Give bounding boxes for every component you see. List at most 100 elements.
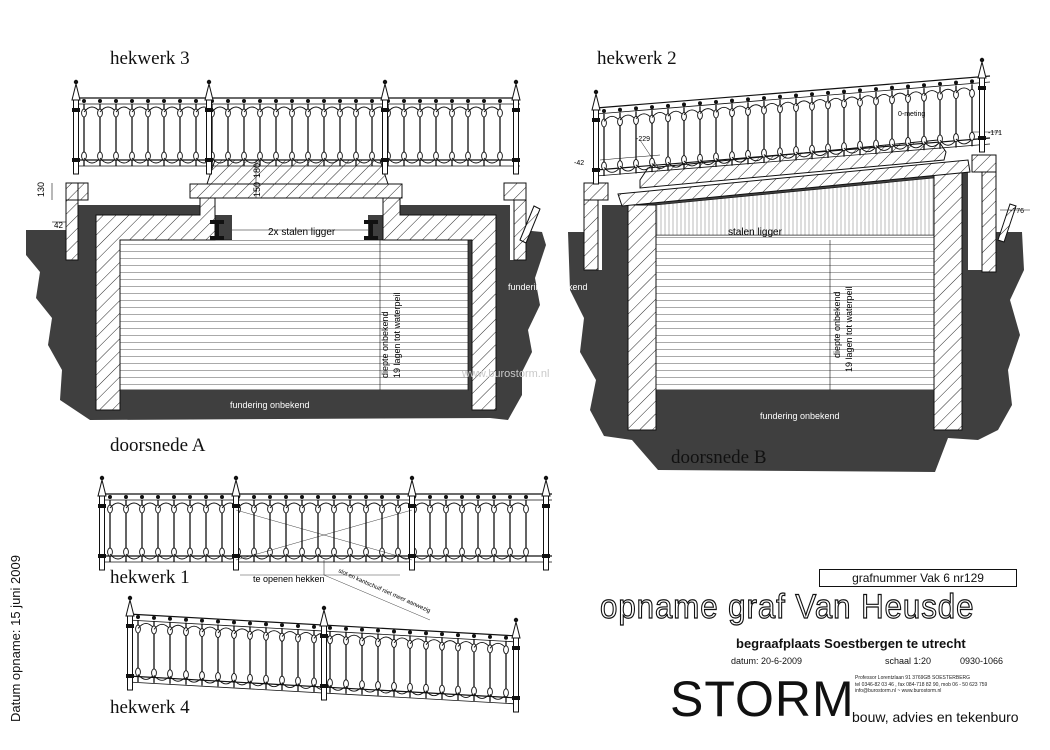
drawing-subtitle: begraafplaats Soestbergen te utrecht xyxy=(736,636,966,651)
drawing-title: opname graf Van Heusde xyxy=(599,587,975,626)
fence-bar xyxy=(96,98,104,167)
fence-bar xyxy=(80,98,88,167)
fence-bar xyxy=(522,494,530,563)
grafnummer-box: grafnummer Vak 6 nr129 xyxy=(819,569,1017,587)
fence-bar xyxy=(464,98,472,167)
fence-bar xyxy=(304,98,312,167)
fence-bar xyxy=(442,494,450,563)
vault-cavity-a xyxy=(119,239,469,391)
dim-42-b: -42 xyxy=(574,160,584,167)
section-b-drawing xyxy=(568,131,1030,472)
label-fundering-b: fundering onbekend xyxy=(760,411,840,421)
fence-bar xyxy=(336,98,344,167)
fence-bar xyxy=(218,494,226,563)
label-fundering-side: fundering onbekend xyxy=(508,282,588,292)
fence-bar xyxy=(426,494,434,563)
fence-bar xyxy=(320,98,328,167)
label-diepte-b1: diepte onbekend xyxy=(832,291,842,358)
label-hekwerk-4: hekwerk 4 xyxy=(110,697,190,718)
label-diepte-a1: diepte onbekend xyxy=(380,311,390,378)
fence-hekwerk-2 xyxy=(591,57,991,185)
company-tagline: bouw, advies en tekenburo xyxy=(852,709,1019,725)
fence-bar xyxy=(122,494,130,563)
fence-bar xyxy=(490,494,498,563)
dim-42-a: 42 xyxy=(54,221,63,230)
fence-bar xyxy=(154,494,162,563)
fence-bar xyxy=(474,494,482,563)
drawing-date: datum: 20-6-2009 xyxy=(731,656,803,666)
fence-bar xyxy=(170,494,178,563)
fence-bar xyxy=(416,98,424,167)
storm-logo: STORM xyxy=(670,671,855,727)
fence-bar xyxy=(106,494,114,563)
fence-bar xyxy=(288,98,296,167)
address-line-3: info@burostorm.nl ~ www.burostorm.nl xyxy=(855,688,942,694)
fence-bar xyxy=(256,98,264,167)
label-ligger-a: 2x stalen ligger xyxy=(268,227,336,238)
fence-bar xyxy=(506,494,514,563)
label-hekwerk-1: hekwerk 1 xyxy=(110,567,190,588)
wall-left-b xyxy=(627,204,657,431)
fence-bar xyxy=(202,494,210,563)
wall-right-b xyxy=(933,169,963,431)
fence-bar xyxy=(480,98,488,167)
fence-bar xyxy=(346,494,354,563)
datum-opname: Datum opname: 15 juni 2009 xyxy=(8,555,23,722)
fence-bar xyxy=(496,98,504,167)
fence-bar xyxy=(138,494,146,563)
fence-bar xyxy=(394,494,402,563)
vault-cavity-b xyxy=(655,234,935,391)
dim-171: -171 xyxy=(988,130,1002,137)
fence-bar xyxy=(224,98,232,167)
fence-bar xyxy=(266,494,274,563)
fence-hekwerk-4 xyxy=(125,595,521,713)
fence-bar xyxy=(314,494,322,563)
label-slot: slot en kantschuif niet meer aanwezig xyxy=(337,568,431,614)
fence-bar xyxy=(128,98,136,167)
fence-bar xyxy=(144,98,152,167)
fence-bar xyxy=(112,98,120,167)
fence-bar xyxy=(134,614,142,683)
fence-bar xyxy=(282,494,290,563)
fence-bar xyxy=(192,98,200,167)
fence-bar xyxy=(272,98,280,167)
fence-bar xyxy=(250,494,258,563)
label-hekwerk-2: hekwerk 2 xyxy=(597,48,677,69)
fence-bar xyxy=(458,494,466,563)
fence-bar xyxy=(432,98,440,167)
fence-hekwerk-3 xyxy=(71,79,521,175)
label-diepte-a2: 19 lagen tot waterpeil xyxy=(392,292,402,378)
fence-bar xyxy=(968,78,976,147)
dim-150: 150 xyxy=(252,182,262,197)
label-hekwerk-3: hekwerk 3 xyxy=(110,48,190,69)
label-diepte-b2: 19 lagen tot waterpeil xyxy=(844,286,854,372)
address-line-2: tel 0346-82 03 46 , fax 084-718 82 90, m… xyxy=(855,681,988,688)
dim-229: -229 xyxy=(636,136,650,143)
fence-bar xyxy=(400,98,408,167)
company-address: Professor Lorentzlaan 91 3769GB SOESTERB… xyxy=(855,675,987,695)
label-fundering-a: fundering onbekend xyxy=(230,400,310,410)
watermark: www.burostorm.nl xyxy=(462,368,550,380)
fence-bar xyxy=(240,98,248,167)
capstone-a xyxy=(206,159,389,185)
fence-bar xyxy=(330,494,338,563)
capstone-b xyxy=(617,159,971,207)
dim-776: -776 xyxy=(1010,208,1024,215)
label-ligger-b: stalen ligger xyxy=(728,227,783,238)
fence-bar xyxy=(298,494,306,563)
dim-180: 180 xyxy=(252,163,262,178)
label-te-openen: te openen hekken xyxy=(253,574,325,584)
fence-bar xyxy=(176,98,184,167)
fence-bar xyxy=(160,98,168,167)
label-doorsnede-b: doorsnede B xyxy=(671,447,767,468)
fence-bar xyxy=(368,98,376,167)
address-line-1: Professor Lorentzlaan 91 3769GB SOESTERB… xyxy=(855,675,971,681)
fence-hekwerk-1 xyxy=(97,475,552,621)
fence-bar xyxy=(186,494,194,563)
dim-130: 130 xyxy=(36,182,46,197)
fence-bar xyxy=(362,494,370,563)
fence-bar xyxy=(448,98,456,167)
label-doorsnede-a: doorsnede A xyxy=(110,435,206,456)
project-number: 0930-1066 xyxy=(960,656,1004,666)
